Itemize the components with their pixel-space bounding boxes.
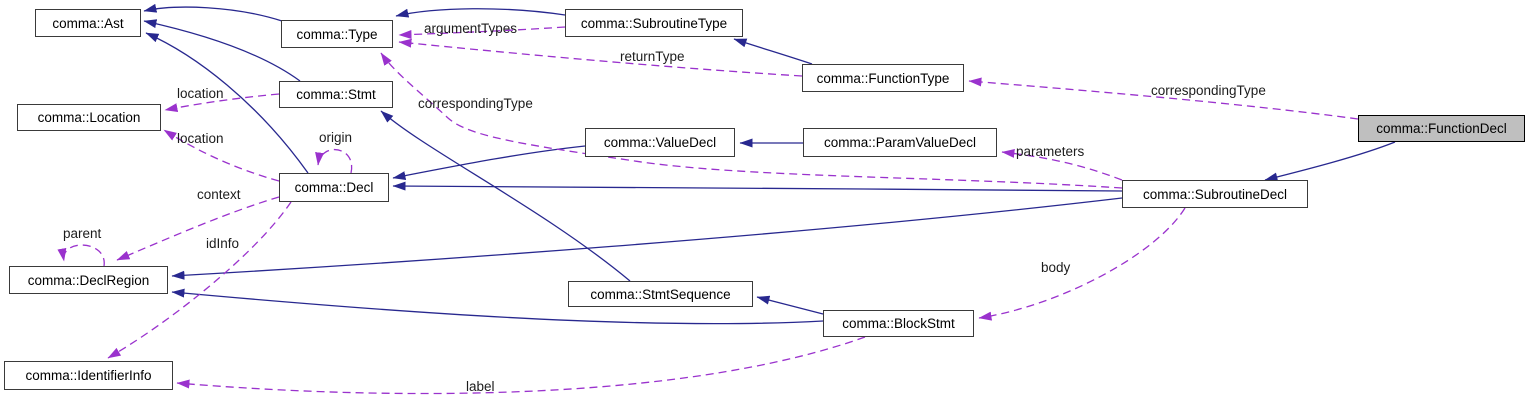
edge-label-origin: origin: [319, 130, 353, 145]
node-comma-decl[interactable]: comma::Decl: [279, 173, 389, 202]
edge-use-argumenttypes: [398, 26, 566, 40]
edge-label-context: context: [197, 187, 241, 202]
edge-label-parent: parent: [63, 226, 102, 241]
edge-label-idinfo: idInfo: [206, 236, 240, 251]
edge-inherit-blockstmt-to-declregion: [171, 288, 824, 325]
edge-label-argument-types: argumentTypes: [424, 21, 518, 36]
edge-use-location-decl: [163, 129, 280, 182]
edge-use-returntype: [398, 38, 803, 77]
edge-inherit-subroutinedecl-to-decl: [392, 181, 1123, 192]
edge-use-idinfo: [107, 201, 292, 359]
edge-label-label: label: [466, 379, 495, 394]
edge-label-location-upper: location: [177, 86, 224, 101]
node-comma-block-stmt[interactable]: comma::BlockStmt: [823, 310, 974, 337]
node-comma-subroutine-decl[interactable]: comma::SubroutineDecl: [1122, 180, 1308, 208]
edge-inherit-blockstmt-to-stmtsequence: [756, 295, 824, 315]
edge-use-location-stmt: [164, 93, 280, 113]
edge-inherit-stmt-to-ast: [143, 19, 301, 82]
node-comma-function-type[interactable]: comma::FunctionType: [802, 64, 964, 92]
node-comma-type[interactable]: comma::Type: [281, 20, 393, 48]
edge-inherit-subroutinedecl-to-declregion: [171, 197, 1123, 280]
edge-use-parent-selfloop: [57, 244, 105, 267]
edge-use-origin-selfloop: [315, 149, 353, 174]
edge-use-correspondingtype-functiondecl: [968, 77, 1359, 120]
node-comma-ast[interactable]: comma::Ast: [35, 9, 141, 37]
edge-label-return-type: returnType: [620, 49, 685, 64]
edge-inherit-subroutinetype-to-type: [395, 8, 566, 18]
edge-inherit-functiontype-to-subroutinetype: [733, 38, 813, 65]
edge-use-body: [978, 207, 1186, 321]
edge-use-correspondingtype-subroutinedecl: [380, 52, 1123, 189]
edge-label-corresponding-type-right: correspondingType: [1151, 83, 1266, 98]
edge-label-body: body: [1041, 260, 1071, 275]
node-comma-subroutine-type[interactable]: comma::SubroutineType: [565, 9, 743, 37]
edge-inherit-valuedecl-to-decl: [392, 145, 586, 181]
edge-inherit-stmtsequence-to-stmt: [380, 110, 631, 282]
edge-inherit-decl-to-ast: [145, 32, 309, 174]
edge-inherit-functiondecl-to-subroutinedecl: [1264, 141, 1396, 182]
node-comma-stmt[interactable]: comma::Stmt: [279, 81, 393, 108]
edge-label-parameters: parameters: [1016, 144, 1085, 159]
node-comma-decl-region[interactable]: comma::DeclRegion: [9, 266, 168, 294]
edge-label-location-lower: location: [177, 131, 224, 146]
edge-label-corresponding-type-mid: correspondingType: [418, 96, 533, 111]
edge-use-parameters: [1001, 148, 1123, 181]
node-comma-function-decl[interactable]: comma::FunctionDecl: [1358, 115, 1525, 142]
edge-use-context: [116, 196, 280, 261]
edge-inherit-type-to-ast: [143, 3, 283, 22]
node-comma-param-value-decl[interactable]: comma::ParamValueDecl: [803, 128, 997, 157]
node-comma-value-decl[interactable]: comma::ValueDecl: [585, 128, 735, 157]
edge-use-label: [176, 336, 866, 395]
node-comma-stmt-sequence[interactable]: comma::StmtSequence: [568, 281, 753, 307]
node-comma-identifier-info[interactable]: comma::IdentifierInfo: [4, 361, 173, 390]
node-comma-location[interactable]: comma::Location: [17, 104, 161, 131]
